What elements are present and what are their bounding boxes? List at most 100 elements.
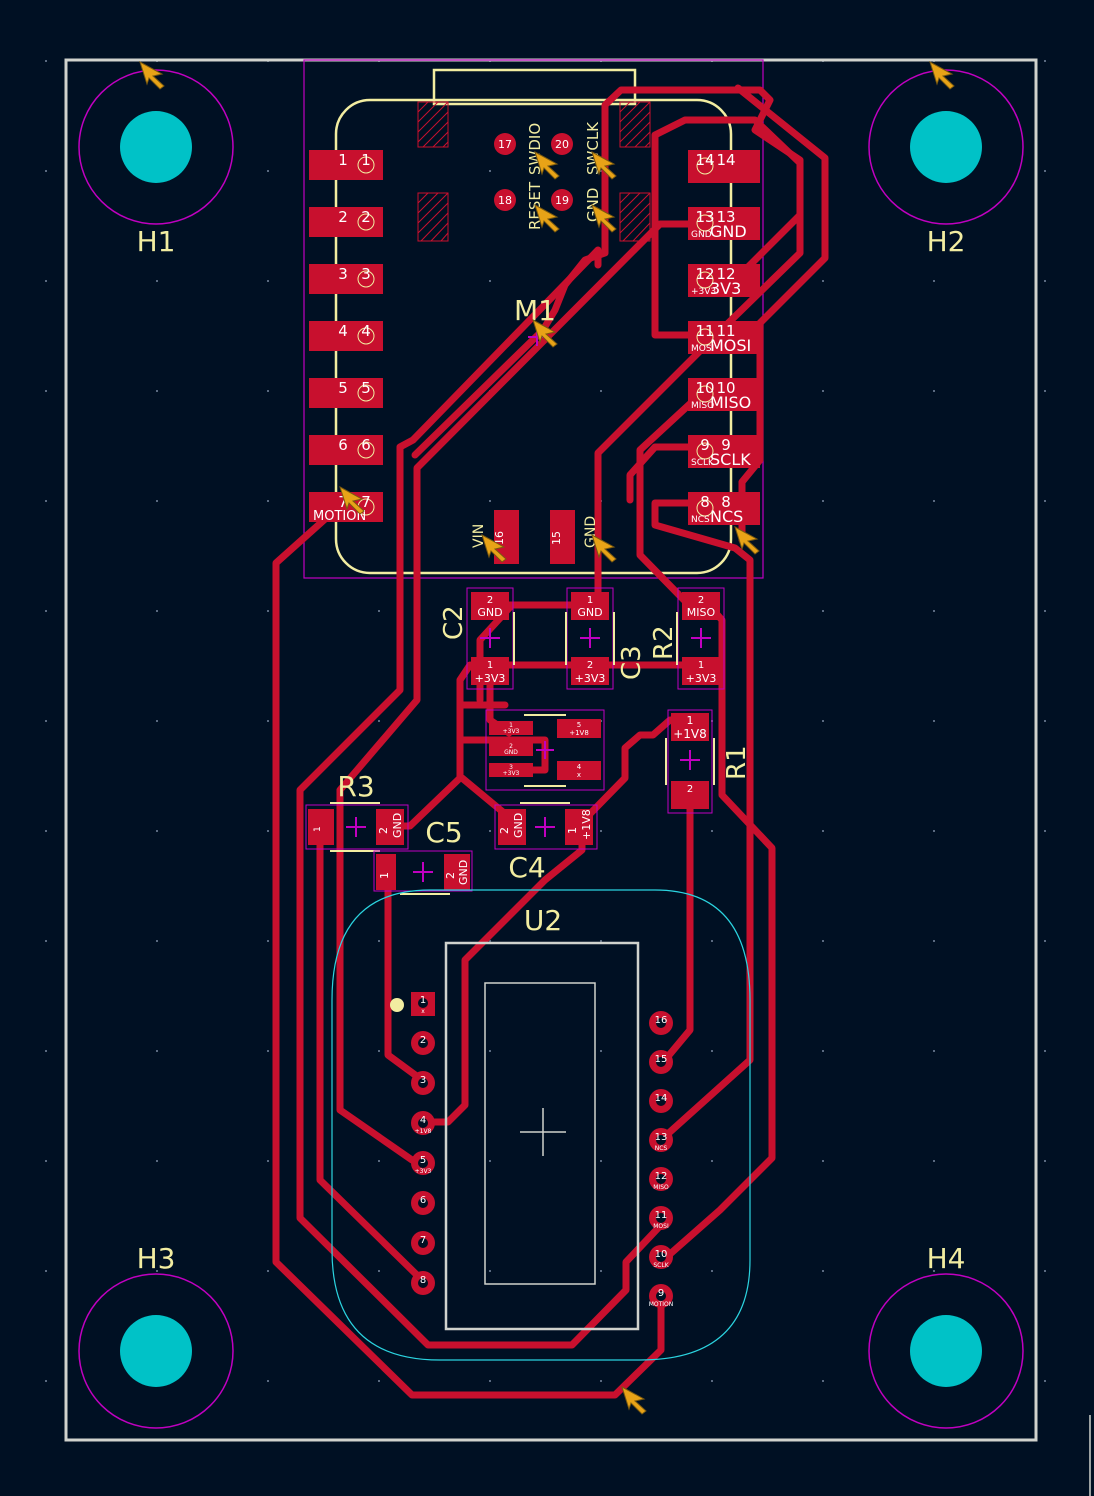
- grid-dot: [45, 390, 47, 392]
- c4-ref: C4: [508, 851, 545, 884]
- u1-p3-num: 3: [509, 764, 513, 771]
- u2-pin-net: MISO: [653, 1184, 669, 1191]
- grid-dot: [489, 280, 491, 282]
- u1-p2-net: GND: [504, 749, 518, 756]
- marker-arrow-icon: [534, 150, 560, 180]
- grid-dot: [267, 720, 269, 722]
- grid-dot: [378, 1380, 380, 1382]
- u2-pin-15[interactable]: 15: [649, 1050, 673, 1074]
- grid-dot: [822, 500, 824, 502]
- resistor-r3[interactable]: 1 2 GND R3: [305, 770, 409, 852]
- capacitor-c2[interactable]: 2 GND 1 +3V3 C2: [439, 587, 515, 690]
- marker-arrow-icon: [339, 485, 365, 515]
- grid-dot: [822, 1380, 824, 1382]
- m1-pad: [688, 435, 760, 468]
- m1-pad-ring: [696, 385, 714, 403]
- u2-pin-6[interactable]: 6: [411, 1191, 435, 1215]
- regulator-u1[interactable]: 1 +3V3 2 GND 3 +3V3 5 +1V8 4 x: [485, 709, 605, 791]
- capacitor-c5[interactable]: 1 2 GND C5: [373, 816, 473, 895]
- u2-pin-3[interactable]: 3: [411, 1071, 435, 1095]
- u2-pin-net: NCS: [655, 1145, 668, 1152]
- m1-pad-number-2: 4: [361, 322, 371, 340]
- grid-dot: [267, 280, 269, 282]
- u1-p2-num: 2: [509, 743, 513, 750]
- m1-bottom-pads[interactable]: 16 15 VIN GND: [471, 510, 599, 564]
- sensor-u2[interactable]: U2 1x234+1V85+3V367816151413NCS12MISO11M…: [331, 889, 751, 1361]
- capacitor-c4[interactable]: 2 GND 1 +1V8 C4: [494, 802, 598, 884]
- marker-arrow-icon: [621, 1385, 647, 1415]
- u2-drill: [418, 1158, 428, 1168]
- m1-pad-number-2: 10: [716, 379, 735, 397]
- r3-pad2-net: GND: [391, 813, 404, 838]
- grid-dot: [45, 60, 47, 62]
- m1-pad: [688, 492, 760, 525]
- grid-dot: [45, 610, 47, 612]
- c3-ref: C3: [617, 645, 647, 680]
- u2-pin-4[interactable]: 4+1V8: [411, 1111, 435, 1135]
- m1-pad-number: 10: [695, 379, 714, 397]
- resistor-r2[interactable]: 2 MISO 1 +3V3 R2: [649, 587, 725, 690]
- m1-pad-net: NCS: [691, 515, 710, 525]
- u2-pin-7[interactable]: 7: [411, 1231, 435, 1255]
- mounting-hole-h4[interactable]: H4: [868, 1242, 1024, 1429]
- mounting-hole-h3[interactable]: H3: [78, 1242, 234, 1429]
- u2-pin-8[interactable]: 8: [411, 1271, 435, 1295]
- grid-dot: [267, 170, 269, 172]
- marker-arrow-icon: [481, 533, 507, 563]
- m1-pad-ring: [696, 442, 714, 460]
- u2-pin-2[interactable]: 2: [411, 1031, 435, 1055]
- u2-drill: [418, 1278, 428, 1288]
- marker-arrow-icon: [734, 525, 760, 555]
- u2-pin-1[interactable]: 1x: [411, 992, 435, 1016]
- u2-pin-number: 8: [420, 1275, 426, 1286]
- u1-p4-num: 4: [577, 763, 582, 771]
- c3-pad2-num: 2: [587, 660, 593, 671]
- c2-ref: C2: [439, 605, 469, 640]
- c2-pad2-net: GND: [477, 606, 502, 619]
- grid-dot: [822, 1050, 824, 1052]
- resistor-r1[interactable]: 1 +1V8 2 R1: [665, 709, 752, 814]
- grid-dot: [822, 610, 824, 612]
- grid-dot: [933, 1050, 935, 1052]
- u2-drill: [418, 1198, 428, 1208]
- c3-pad1-num: 1: [587, 595, 593, 606]
- grid-dot: [45, 1160, 47, 1162]
- u2-pin-5[interactable]: 5+3V3: [411, 1151, 435, 1175]
- grid-dot: [822, 720, 824, 722]
- capacitor-c3[interactable]: 1 GND 2 +3V3 C3: [565, 587, 647, 690]
- grid-dot: [45, 500, 47, 502]
- u2-drill: [656, 1252, 666, 1262]
- u2-drill: [656, 1174, 666, 1184]
- grid-dot: [1044, 170, 1046, 172]
- u2-pin-16[interactable]: 16: [649, 1011, 673, 1035]
- m1-pad: [309, 264, 383, 294]
- m1-pad-net: GND: [691, 230, 712, 240]
- marker-arrow-icon: [532, 318, 558, 348]
- m1-pad-number-2: 5: [361, 379, 371, 397]
- u2-pin-14[interactable]: 14: [649, 1089, 673, 1113]
- mounting-hole-h1[interactable]: H1: [78, 69, 234, 258]
- m1-pad-ring: [696, 214, 714, 232]
- grid-dot: [267, 1380, 269, 1382]
- m1-pad-ring: [357, 441, 375, 459]
- mounting-hole-h2[interactable]: H2: [868, 69, 1024, 258]
- grid-dot: [156, 500, 158, 502]
